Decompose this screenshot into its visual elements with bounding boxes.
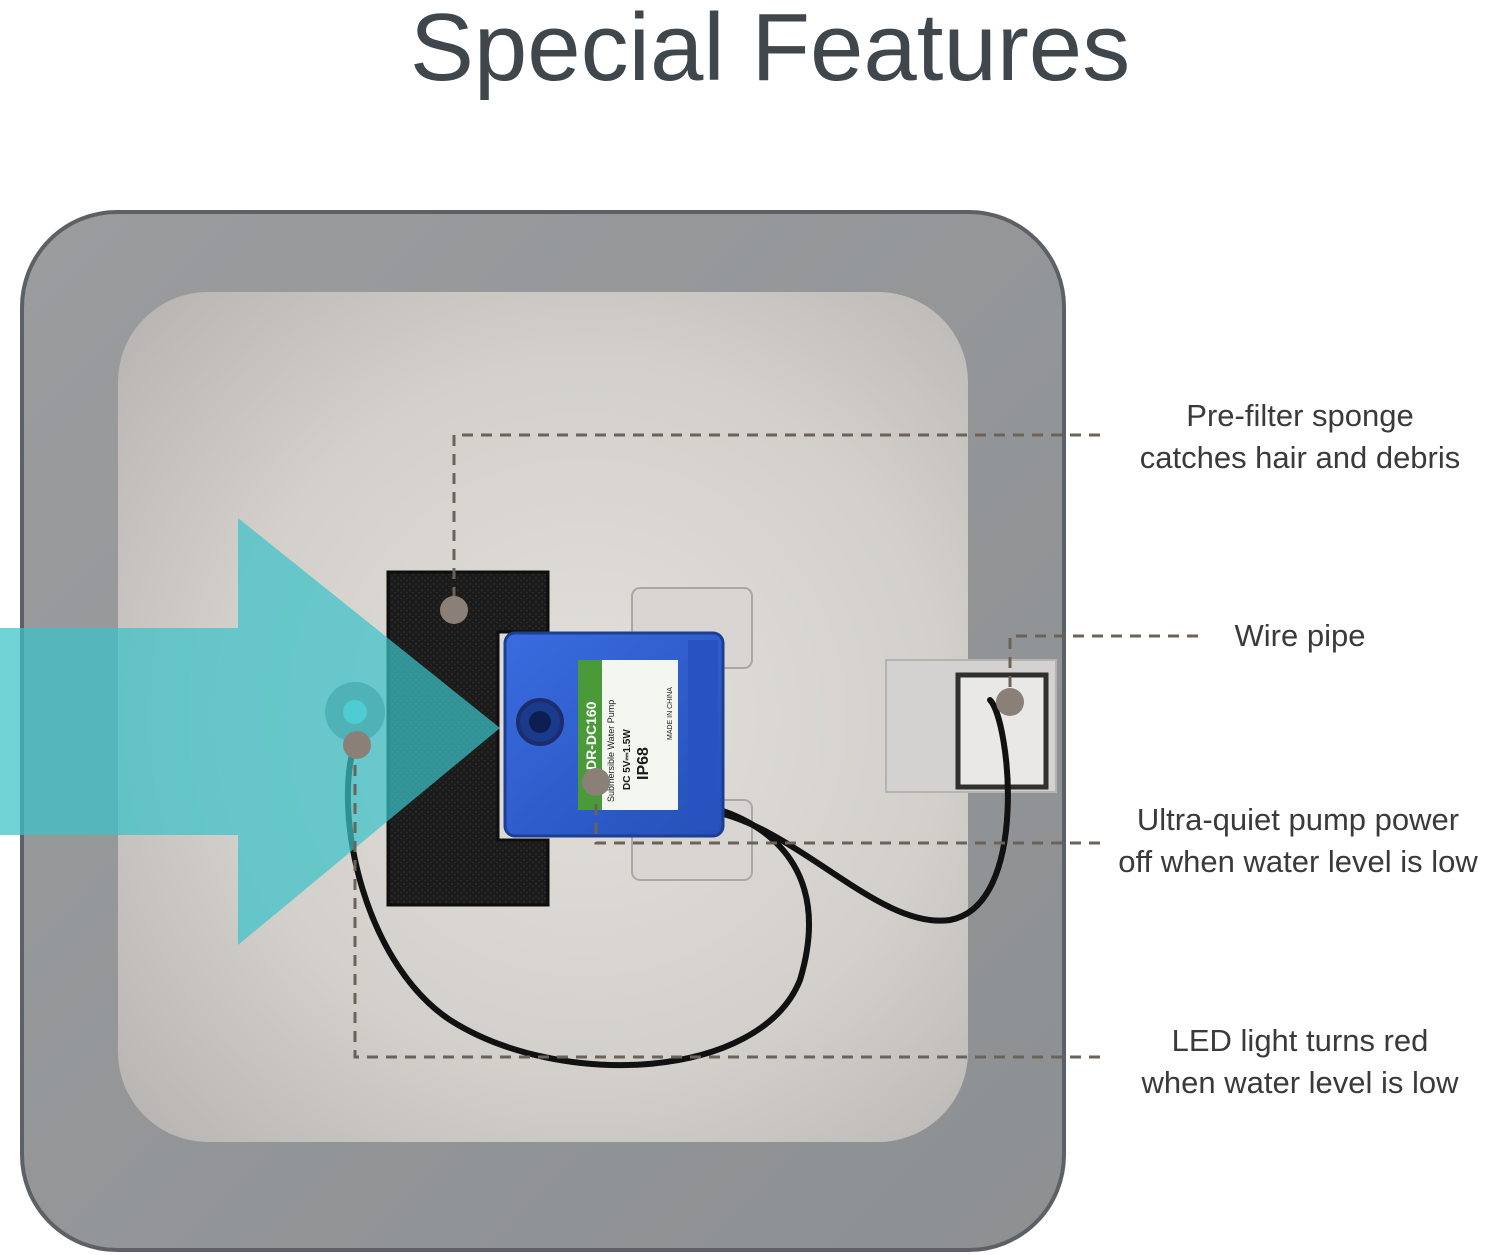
leader-line-prefilter (452, 433, 1100, 600)
callout-wire-pipe: Wire pipe (1200, 615, 1400, 657)
callout-led-line-1: LED light turns red (1171, 1023, 1429, 1058)
callout-pump: Ultra-quiet pump power off when water le… (1096, 799, 1500, 883)
pump-rating: DC 5V⎓1.5W (622, 729, 633, 790)
marker-dot-pump (582, 768, 610, 796)
callout-wire-pipe-line-1: Wire pipe (1234, 618, 1366, 653)
callout-prefilter-line-2: catches hair and debris (1139, 440, 1461, 475)
marker-dot-prefilter (440, 596, 468, 624)
water-flow-arrow (0, 518, 500, 945)
marker-dot-wire-pipe (996, 688, 1024, 716)
pump-cables (344, 697, 1011, 1069)
leader-line-wire-pipe (1008, 634, 1198, 700)
pump-ip-rating: IP68 (635, 747, 652, 780)
callout-leader-lines (353, 433, 1198, 1059)
pump-type: Submersible Water Pump (606, 700, 616, 802)
pump-side-cap (688, 640, 718, 830)
callout-prefilter: Pre-filter sponge catches hair and debri… (1110, 395, 1490, 479)
pump-model: DR-DC160 (583, 701, 599, 770)
power-cable (712, 697, 1011, 924)
leader-line-led (353, 746, 1100, 1059)
callout-led: LED light turns red when water level is … (1110, 1020, 1490, 1104)
callout-prefilter-line-1: Pre-filter sponge (1186, 398, 1414, 433)
pump-origin: MADE IN CHINA (667, 687, 674, 740)
marker-dot-led (343, 731, 371, 759)
page-title: Special Features (409, 0, 1131, 101)
callout-markers (343, 596, 1024, 796)
led-cable (344, 732, 812, 1069)
callout-pump-line-1: Ultra-quiet pump power (1136, 802, 1460, 837)
leader-line-pump (594, 782, 1100, 845)
water-pump: DR-DC160 Submersible Water Pump DC 5V⎓1.… (503, 631, 725, 838)
callout-pump-line-2: off when water level is low (1118, 844, 1478, 879)
callout-led-line-2: when water level is low (1141, 1065, 1459, 1100)
